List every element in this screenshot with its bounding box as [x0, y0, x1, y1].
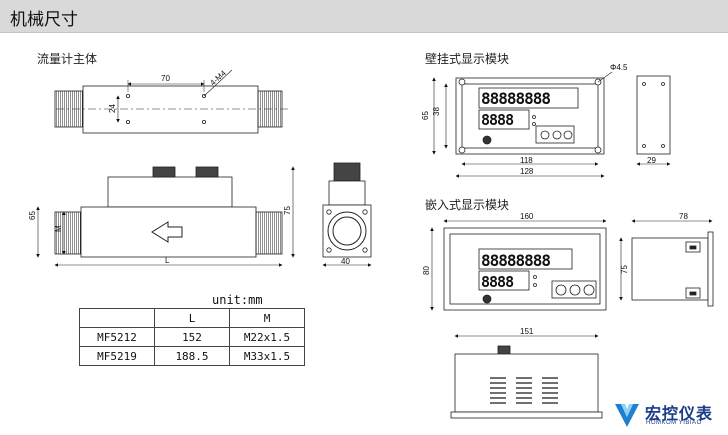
table-header-cell: M [229, 308, 305, 328]
wall-side-body [636, 75, 671, 155]
flowmeter-top-view [54, 69, 290, 134]
dim-hole-spacing: 70 [161, 74, 170, 83]
logo-name: 宏控仪表 [645, 404, 714, 423]
embed-display-top-digits: 88888888 [481, 251, 550, 270]
wall-display-front [432, 71, 613, 178]
embedded-display-side [619, 219, 714, 307]
embed-dim-side-height: 75 [620, 265, 629, 274]
wall-dim-outer-width: 128 [520, 167, 534, 176]
wall-dim-depth: 29 [647, 156, 656, 165]
connector-right [195, 166, 219, 178]
flowmeter-front-view [36, 166, 295, 267]
dim-height: 65 [28, 211, 37, 220]
logo-subtitle: HOMKOM YIBIAO [646, 420, 702, 426]
left-thread-front [54, 211, 82, 255]
dim-side-height: 75 [283, 206, 292, 215]
table-cell: MF5212 [79, 327, 155, 347]
embedded-display-label: 嵌入式显示模块 [425, 198, 510, 212]
flowmeter-body-label: 流量计主体 [37, 52, 98, 66]
page-title: 机械尺寸 [10, 10, 78, 29]
wall-dim-inner-width: 118 [520, 156, 533, 165]
embed-display-bottom-digits: 8888 [481, 273, 514, 291]
table-cell: M33x1.5 [229, 346, 305, 366]
converter-box [107, 176, 233, 208]
logo-mark-icon [615, 404, 639, 427]
mount-hole [201, 94, 206, 99]
table-header-cell: L [154, 308, 230, 328]
wall-display-bottom-digits: 8888 [481, 111, 514, 129]
dim-hole-vertical: 24 [108, 104, 117, 113]
dim-length: L [165, 256, 170, 265]
embed-dim-height: 80 [422, 266, 431, 275]
outer-ring [327, 211, 367, 251]
table-cell: 188.5 [154, 346, 230, 366]
embed-dim-bottom-width: 151 [520, 327, 534, 336]
wall-dim-height: 65 [421, 111, 430, 120]
flow-direction-arrow [151, 221, 183, 243]
dim-hole-note: 4-M4 [208, 68, 228, 87]
table-row: MF5219 188.5 M33x1.5 [79, 346, 305, 366]
dim-side-width: 40 [341, 257, 350, 266]
table-cell: M22x1.5 [229, 327, 305, 347]
inner-bore [332, 216, 362, 246]
unit-note: unit:mm [212, 293, 263, 307]
wall-dim-inner-height: 38 [432, 107, 441, 116]
embed-dim-width: 160 [520, 212, 534, 221]
table-cell: MF5219 [79, 346, 155, 366]
connector-left [152, 166, 176, 178]
flowmeter-side-view [322, 162, 372, 267]
brand-logo: 宏控仪表 HOMKOM YIBIAO [612, 399, 724, 431]
embedded-display-front [430, 219, 607, 311]
wall-dim-hole: Φ4.5 [610, 63, 628, 72]
mount-hole [126, 120, 131, 125]
embed-dim-depth: 78 [679, 212, 688, 221]
header-bar [0, 0, 728, 33]
body-top [82, 85, 259, 134]
spec-table: L M MF5212 152 M22x1.5 MF5219 188.5 M33x… [79, 308, 305, 366]
table-header-row: L M [79, 308, 305, 328]
dim-thread: M [54, 225, 63, 232]
table-cell: 152 [154, 327, 230, 347]
table-header-cell [79, 308, 155, 328]
side-connector [333, 162, 361, 182]
right-thread-front [255, 211, 283, 255]
wall-display-side [636, 75, 671, 166]
embed-side-bezel [707, 231, 714, 307]
mount-hole [201, 120, 206, 125]
wall-display-top-digits: 88888888 [481, 89, 550, 108]
table-row: MF5212 152 M22x1.5 [79, 327, 305, 347]
body-front [80, 206, 257, 258]
vent-slots [490, 377, 558, 404]
wall-display-label: 壁挂式显示模块 [425, 52, 510, 66]
embedded-display-bottom [450, 334, 603, 419]
mount-hole [126, 94, 131, 99]
